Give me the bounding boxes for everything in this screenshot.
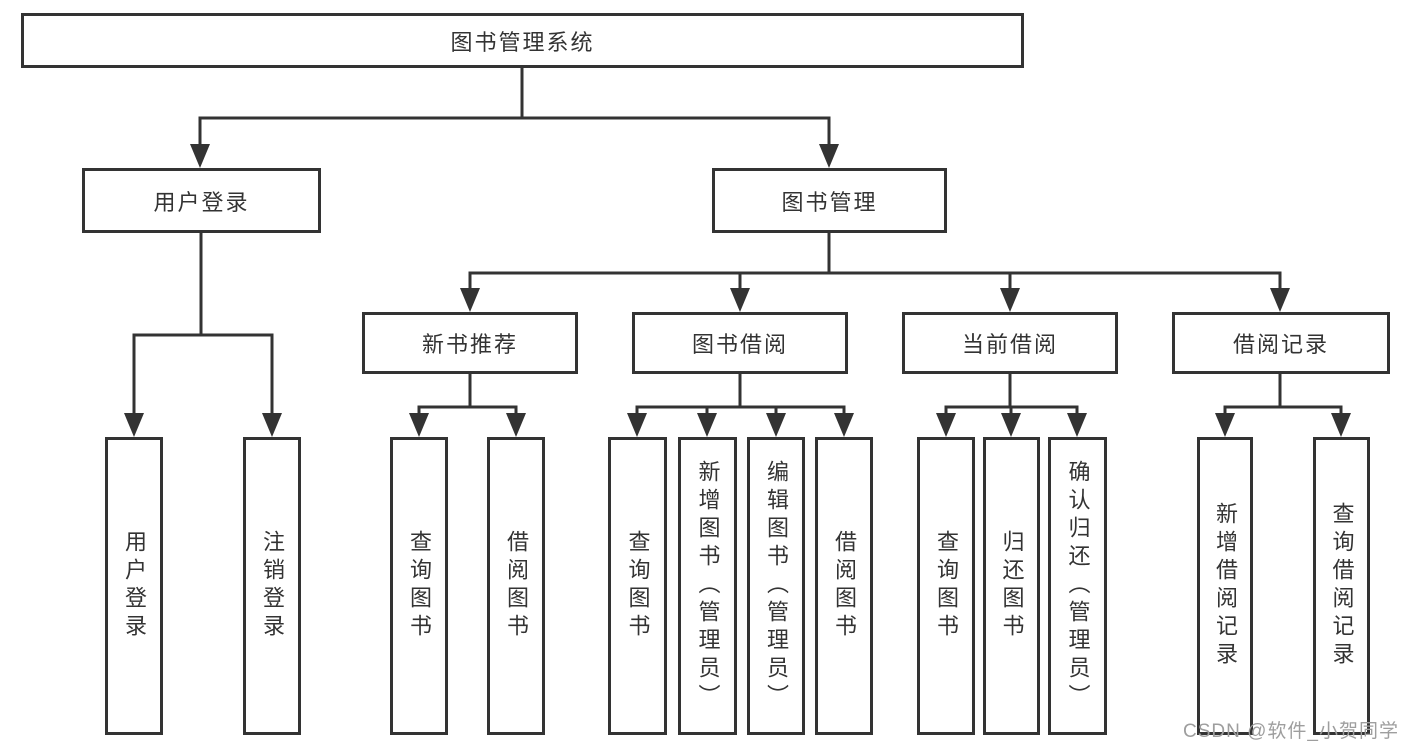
connector-records-rail xyxy=(1223,405,1343,419)
arrow-icon xyxy=(190,144,210,168)
connector-level3-rail xyxy=(468,271,1282,294)
connector-user-login-rail xyxy=(132,333,274,419)
node-book-management: 图书管理 xyxy=(712,168,947,233)
leaf-query-borrow-record: 查询借阅记录 xyxy=(1313,437,1370,735)
node-label: 图书借阅 xyxy=(691,332,788,357)
arrow-icon xyxy=(262,413,282,437)
node-label: 用户登录 xyxy=(122,530,147,642)
node-new-book-recommend: 新书推荐 xyxy=(362,312,578,374)
node-label: 当前借阅 xyxy=(961,332,1058,357)
arrow-icon xyxy=(1270,288,1290,312)
arrow-icon xyxy=(730,288,750,312)
connector-borrow-rail xyxy=(635,405,846,419)
connector-level2-rail xyxy=(198,116,831,148)
node-label: 新增借阅记录 xyxy=(1213,502,1238,670)
arrow-icon xyxy=(627,413,647,437)
node-book-borrow: 图书借阅 xyxy=(632,312,848,374)
arrow-icon xyxy=(766,413,786,437)
leaf-borrow-query-books: 查询图书 xyxy=(608,437,667,735)
node-user-login: 用户登录 xyxy=(82,168,321,233)
node-label: 用户登录 xyxy=(153,189,250,215)
leaf-edit-books-admin: 编辑图书（管理员） xyxy=(747,437,805,735)
node-current-borrow: 当前借阅 xyxy=(902,312,1118,374)
node-label: 编辑图书（管理员） xyxy=(764,460,789,712)
leaf-confirm-return-admin: 确认归还（管理员） xyxy=(1048,437,1107,735)
node-label: 查询图书 xyxy=(934,530,959,642)
node-label: 注销登录 xyxy=(260,530,285,642)
arrow-icon xyxy=(506,413,526,437)
node-label: 借阅记录 xyxy=(1232,332,1329,357)
node-label: 借阅图书 xyxy=(832,530,857,642)
leaf-logout: 注销登录 xyxy=(243,437,301,735)
leaf-add-books-admin: 新增图书（管理员） xyxy=(678,437,737,735)
node-label: 图书管理 xyxy=(781,189,878,215)
arrow-icon xyxy=(1331,413,1351,437)
node-label: 新书推荐 xyxy=(421,332,518,357)
leaf-user-login: 用户登录 xyxy=(105,437,163,735)
node-label: 新增图书（管理员） xyxy=(695,460,721,712)
watermark-text: CSDN @软件_小贺同学 xyxy=(1183,721,1399,742)
arrow-icon xyxy=(834,413,854,437)
arrow-icon xyxy=(697,413,717,437)
node-label: 查询借阅记录 xyxy=(1329,502,1355,670)
arrow-icon xyxy=(936,413,956,437)
arrow-icon xyxy=(409,413,429,437)
node-label: 借阅图书 xyxy=(504,530,529,642)
node-borrow-records: 借阅记录 xyxy=(1172,312,1390,374)
connector-recommend-rail xyxy=(417,405,518,419)
arrow-icon xyxy=(1215,413,1235,437)
leaf-recommend-query-books: 查询图书 xyxy=(390,437,448,735)
arrow-icon xyxy=(124,413,144,437)
node-library-system: 图书管理系统 xyxy=(21,13,1024,68)
leaf-borrow-books: 借阅图书 xyxy=(815,437,873,735)
arrow-icon xyxy=(1067,413,1087,437)
leaf-current-query-books: 查询图书 xyxy=(917,437,975,735)
node-label: 查询图书 xyxy=(407,530,432,642)
arrow-icon xyxy=(460,288,480,312)
leaf-add-borrow-record: 新增借阅记录 xyxy=(1197,437,1253,735)
arrow-icon xyxy=(1000,288,1020,312)
arrowheads xyxy=(124,144,1351,437)
node-label: 查询图书 xyxy=(625,530,651,642)
arrow-icon xyxy=(819,144,839,168)
node-label: 归还图书 xyxy=(999,530,1025,642)
node-label: 确认归还（管理员） xyxy=(1065,460,1091,712)
node-label: 图书管理系统 xyxy=(450,29,595,55)
arrow-icon xyxy=(1001,413,1021,437)
leaf-return-books: 归还图书 xyxy=(983,437,1040,735)
leaf-recommend-borrow-books: 借阅图书 xyxy=(487,437,545,735)
